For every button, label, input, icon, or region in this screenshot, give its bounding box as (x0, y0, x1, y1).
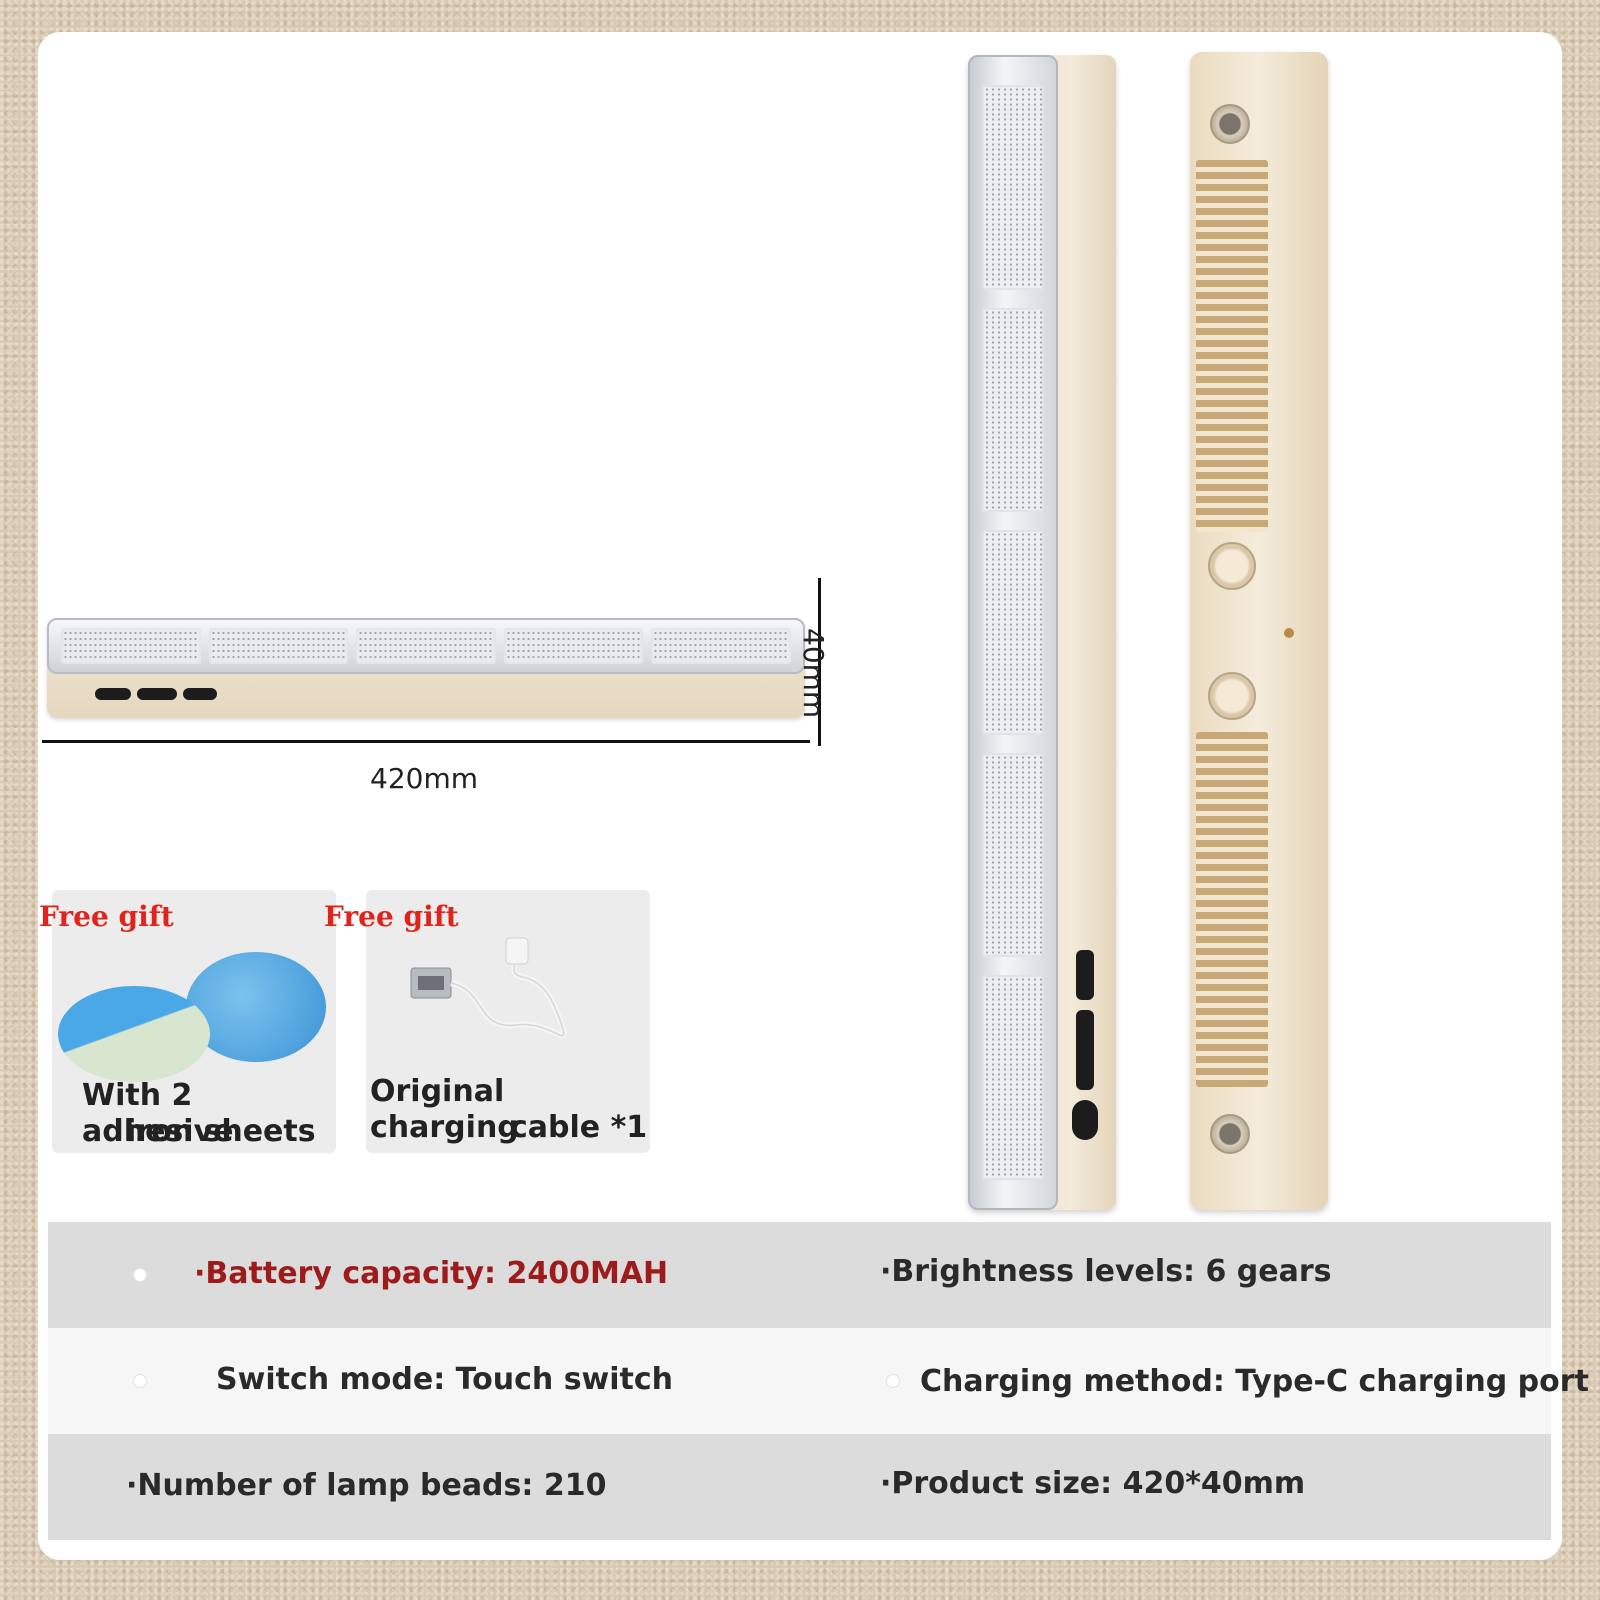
mount-knob-icon (1208, 542, 1256, 590)
led-face (968, 55, 1058, 1210)
spec-charging: Charging method: Type-C charging port (920, 1364, 1589, 1399)
spec-lamp-beads: ·Number of lamp beads: 210 (126, 1468, 607, 1503)
led-panel (982, 752, 1044, 958)
spec-brightness: ·Brightness levels: 6 gears (880, 1254, 1332, 1289)
gift-caption-line1: Original charging (370, 1074, 519, 1145)
free-gift-tag: Free gift (39, 900, 174, 933)
gift-box-cable: Original charging cable *1 (366, 890, 650, 1153)
magnet-icon (1210, 104, 1250, 144)
screw-hole-icon (1284, 628, 1294, 638)
spec-switch-mode: Switch mode: Touch switch (216, 1362, 674, 1397)
spec-row: ·Battery capacity: 2400MAH ·Brightness l… (48, 1222, 1551, 1328)
bullet-icon (886, 1374, 900, 1388)
adhesive-iron-sheet-icon (186, 952, 326, 1062)
length-dimension-line (42, 740, 810, 743)
lamp-back-view (1190, 52, 1328, 1210)
gift-caption-line2: iron sheets (126, 1114, 316, 1149)
led-panel (982, 975, 1044, 1180)
bullet-icon (133, 1268, 147, 1282)
led-panel (982, 307, 1044, 513)
led-panel (651, 628, 791, 664)
spec-product-size: ·Product size: 420*40mm (880, 1466, 1306, 1501)
lamp-side-view (47, 618, 805, 718)
heat-vent (1196, 160, 1268, 532)
heat-vent (1196, 732, 1268, 1087)
type-c-port-icon (183, 688, 217, 700)
height-dimension-line (818, 578, 821, 746)
spec-row: Switch mode: Touch switch Charging metho… (48, 1328, 1589, 1434)
bullet-icon (133, 1374, 147, 1388)
indicator-icon (137, 688, 177, 700)
gift-caption-line1: With 2 adhesive (82, 1078, 234, 1149)
led-panel (503, 628, 644, 664)
led-panel (982, 530, 1044, 735)
led-panel (356, 628, 496, 664)
gift-caption-line2: cable *1 (510, 1110, 648, 1145)
type-c-port-icon (1076, 1010, 1094, 1090)
gift-box-adhesive: With 2 adhesive iron sheets (52, 890, 336, 1153)
led-panel (982, 85, 1044, 290)
free-gift-tag: Free gift (324, 900, 459, 933)
led-panel (208, 628, 349, 664)
spec-battery: ·Battery capacity: 2400MAH (194, 1256, 669, 1291)
height-label: 40mm (797, 628, 830, 719)
touch-switch-icon (95, 688, 131, 700)
led-face (47, 618, 805, 674)
adhesive-iron-sheet-icon (58, 986, 210, 1082)
usb-cable-icon (410, 937, 567, 1039)
indicator-icon (1076, 950, 1094, 1000)
led-panel (61, 628, 201, 664)
mount-knob-icon (1208, 672, 1256, 720)
touch-switch-icon (1072, 1100, 1098, 1140)
lamp-front-view (968, 55, 1116, 1210)
magnet-icon (1210, 1114, 1250, 1154)
spec-row: ·Number of lamp beads: 210 ·Product size… (48, 1434, 1551, 1540)
length-label: 420mm (370, 762, 478, 795)
